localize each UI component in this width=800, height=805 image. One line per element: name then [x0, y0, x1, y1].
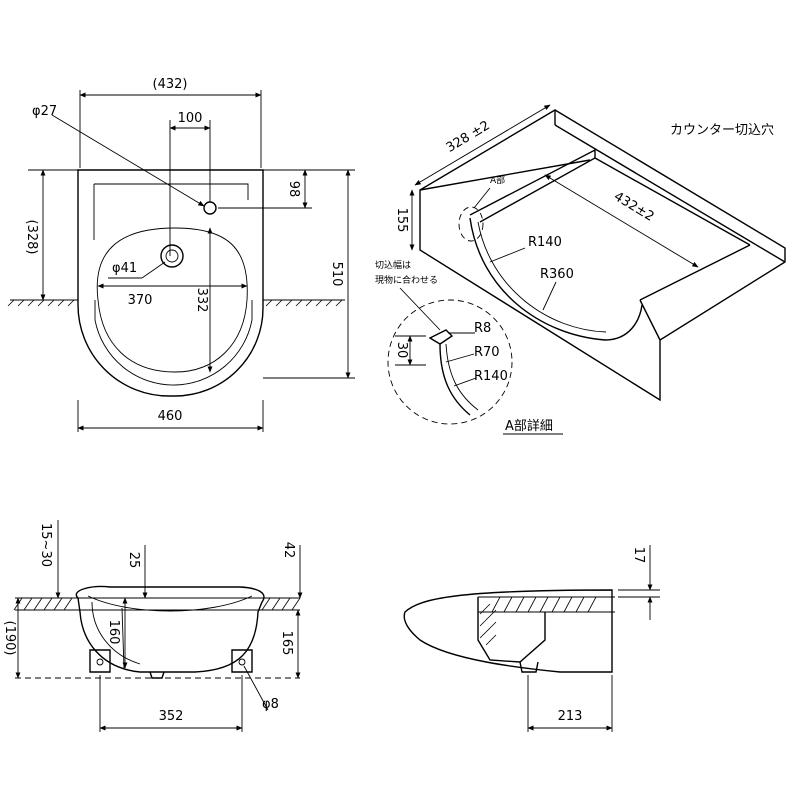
side-body	[403, 589, 613, 673]
part-a-marker	[458, 206, 484, 242]
iso-view: 328 ±2 432±2 155 カウンター切込穴 A部 R140 R360	[394, 104, 786, 402]
detail-a: 30 切込幅は 現物に合わせる R8 R70 R140 A部詳細	[375, 259, 563, 435]
counter-block	[419, 109, 786, 402]
sink-outline	[77, 169, 264, 397]
front-dim-190: (190)	[2, 621, 17, 656]
front-dim-25: 25	[126, 552, 141, 569]
detail-dim-30: 30	[394, 342, 409, 359]
dim-total-depth: 510	[329, 262, 344, 287]
basin-outline	[96, 227, 248, 373]
counter-hatch-left	[7, 299, 78, 307]
tap-hole	[203, 201, 217, 215]
counter-hatch-right	[263, 299, 345, 307]
side-dim-213: 213	[558, 709, 583, 724]
side-wall-hatch	[479, 603, 497, 646]
dim-width-ref: (432)	[153, 77, 188, 92]
front-dim-160: 160	[106, 620, 121, 645]
bowl-front	[94, 300, 253, 386]
front-body	[75, 585, 265, 673]
detail-note-line2: 現物に合わせる	[375, 274, 438, 286]
dim-tap-hole-dia: φ27	[32, 104, 57, 119]
dim-basin-depth: 332	[194, 288, 209, 313]
iso-part-label: A部	[490, 174, 505, 186]
rim-inner	[93, 183, 249, 240]
detail-title: A部詳細	[505, 418, 553, 434]
iso-title: カウンター切込穴	[670, 123, 774, 138]
dim-drain-dia: φ41	[112, 261, 137, 276]
dim-depth-ref: (328)	[24, 220, 39, 255]
detail-circle	[387, 299, 513, 425]
detail-dim-r70: R70	[474, 345, 500, 360]
side-view: 17 213	[403, 545, 660, 732]
detail-rim	[428, 329, 454, 345]
iso-dim-r140: R140	[528, 235, 562, 250]
iso-dim-width: 432±2	[611, 189, 656, 225]
front-dim-352: 352	[159, 709, 184, 724]
front-counter-hatch	[13, 597, 301, 611]
dim-tap-from-back: 98	[286, 181, 301, 198]
front-leg-left	[89, 649, 111, 673]
drain-outer	[160, 244, 184, 268]
side-counter-hatch	[491, 596, 597, 613]
iso-dim-height: 155	[394, 208, 409, 233]
front-dim-bolt-dia: φ8	[262, 697, 279, 712]
dim-total-width: 460	[158, 409, 183, 424]
detail-dim-r140: R140	[474, 369, 508, 384]
side-dim-17: 17	[631, 547, 646, 564]
front-dim-165: 165	[279, 631, 294, 656]
front-view: 15~30 25 42 (190) 160 165 352 φ8	[2, 520, 303, 732]
detail-dim-r8: R8	[474, 321, 491, 336]
drain-inner	[165, 249, 179, 263]
dim-tap-offset: 100	[178, 111, 203, 126]
cutout-rim	[469, 148, 596, 223]
dim-basin-width: 370	[128, 293, 153, 308]
front-dim-42: 42	[281, 542, 296, 559]
front-leg-right	[231, 649, 253, 673]
iso-dim-depth: 328 ±2	[444, 118, 493, 156]
detail-note-line1: 切込幅は	[375, 259, 411, 271]
iso-dim-r360: R360	[540, 267, 574, 282]
cutout-curve	[469, 217, 643, 341]
front-dim-rim: 15~30	[38, 523, 53, 567]
top-view: (432) 100 φ27 98 (328) 510 370 332 φ41 4…	[7, 77, 355, 432]
